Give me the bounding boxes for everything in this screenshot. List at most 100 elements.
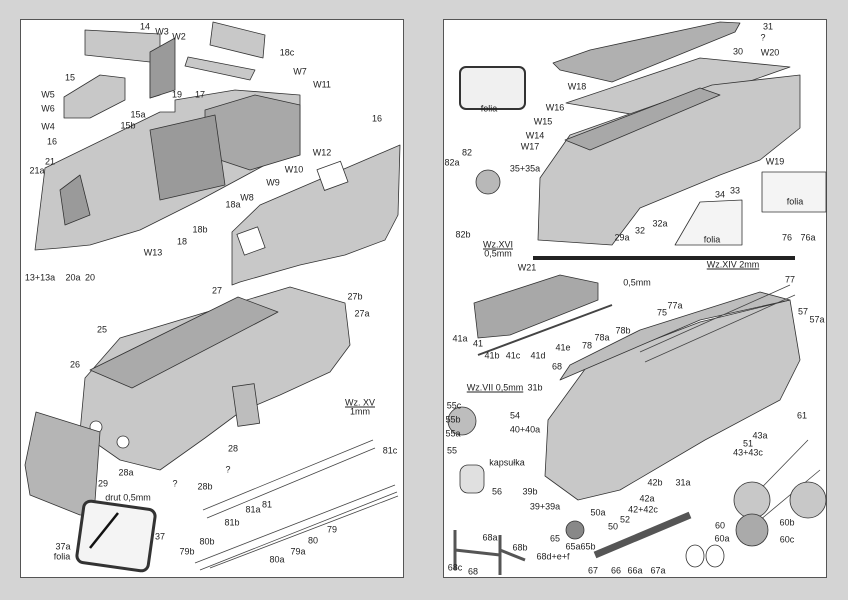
part-label: 21 bbox=[44, 156, 56, 167]
part-label: drut 0,5mm bbox=[105, 492, 151, 503]
part-label: 29 bbox=[97, 478, 109, 489]
part-label: 21a bbox=[29, 165, 45, 176]
part-60-wheel bbox=[733, 481, 771, 519]
part-label: 13+13a bbox=[24, 272, 56, 283]
part-30-roof-plate bbox=[565, 57, 791, 118]
part-label: 40+40a bbox=[509, 424, 541, 435]
part-label: 55 bbox=[446, 445, 458, 456]
part-label: W20 bbox=[760, 47, 780, 58]
part-label: W19 bbox=[765, 156, 785, 167]
part-label: 52 bbox=[619, 514, 631, 525]
part-25-body-shell bbox=[79, 286, 351, 471]
part-label: ? bbox=[225, 464, 231, 475]
part-label: 82 bbox=[461, 147, 473, 158]
part-label: 77 bbox=[784, 274, 796, 285]
part-label: 50a bbox=[590, 507, 606, 518]
part-label: W3 bbox=[155, 26, 169, 37]
part-coil bbox=[705, 544, 725, 568]
part-label: 15a bbox=[130, 109, 146, 120]
part-label: W9 bbox=[266, 177, 280, 188]
part-label: 1mm bbox=[350, 406, 370, 417]
part-label: W15 bbox=[533, 116, 553, 127]
part-18c-seat-back bbox=[209, 21, 266, 59]
part-label: 30 bbox=[732, 46, 744, 57]
part-25-roof bbox=[89, 296, 279, 389]
part-label: 31b bbox=[527, 382, 543, 393]
part-label: W12 bbox=[312, 147, 332, 158]
part-label: 41d bbox=[530, 350, 546, 361]
part-label: 43+43c bbox=[733, 447, 763, 458]
part-label: 68b bbox=[512, 542, 528, 553]
part-label: 82b bbox=[455, 229, 471, 240]
part-label: 80a bbox=[269, 554, 285, 565]
part-label: folia bbox=[53, 551, 71, 562]
part-label: 78b bbox=[615, 325, 631, 336]
part-label: 56 bbox=[491, 486, 503, 497]
part-label: 67 bbox=[587, 565, 599, 576]
folia-sheet-side bbox=[674, 199, 743, 246]
window-cutout bbox=[316, 160, 349, 191]
part-65-light bbox=[565, 520, 585, 540]
part-label: 65b bbox=[580, 541, 596, 552]
part-label: W6 bbox=[41, 103, 55, 114]
part-label: W2 bbox=[172, 31, 186, 42]
part-label: 39+39a bbox=[529, 501, 561, 512]
part-label: W8 bbox=[240, 192, 254, 203]
part-label: Wz.VII 0,5mm bbox=[466, 382, 524, 393]
part-label: 27b bbox=[347, 291, 363, 302]
part-label: folia bbox=[480, 103, 498, 114]
part-label: 68c bbox=[447, 562, 463, 573]
roof-ladder bbox=[639, 284, 796, 363]
part-label: 60 bbox=[714, 520, 726, 531]
part-label: 55b bbox=[445, 414, 461, 425]
part-label: Wz.XVI bbox=[482, 239, 514, 250]
part-label: W14 bbox=[525, 130, 545, 141]
part-label: W4 bbox=[41, 121, 55, 132]
part-label: W7 bbox=[293, 66, 307, 77]
part-label: 20 bbox=[84, 272, 96, 283]
part-label: 76 bbox=[781, 232, 793, 243]
part-label: 19 bbox=[171, 89, 183, 100]
part-label: 79a bbox=[290, 546, 306, 557]
part-label: kapsułka bbox=[489, 457, 525, 468]
part-31-roof-cover bbox=[552, 21, 741, 83]
part-17-bench bbox=[149, 114, 226, 201]
part-label: 50 bbox=[607, 521, 619, 532]
part-label: 68 bbox=[551, 361, 563, 372]
part-label: 60c bbox=[779, 534, 795, 545]
part-label: 42+42c bbox=[628, 504, 658, 515]
door-outline bbox=[231, 383, 261, 427]
part-label: 77a bbox=[667, 300, 683, 311]
part-label: 55a bbox=[445, 428, 461, 439]
part-label: 39b bbox=[522, 486, 538, 497]
part-label: 65a bbox=[565, 541, 581, 552]
part-label: 81 bbox=[261, 499, 273, 510]
part-label: W16 bbox=[545, 102, 565, 113]
part-label: W5 bbox=[41, 89, 55, 100]
part-label: 37 bbox=[154, 531, 166, 542]
part-label: 27a bbox=[354, 308, 370, 319]
part-label: W18 bbox=[567, 81, 587, 92]
part-label: 18c bbox=[279, 47, 295, 58]
part-37-window-frame bbox=[75, 499, 157, 573]
part-60-wheel bbox=[735, 513, 769, 547]
part-label: 66a bbox=[627, 565, 643, 576]
part-41-box bbox=[473, 274, 599, 339]
part-label: 67a bbox=[650, 565, 666, 576]
part-label: 28a bbox=[118, 467, 134, 478]
part-label: 18b bbox=[192, 224, 208, 235]
part-label: 35+35a bbox=[509, 163, 541, 174]
part-label: 20a bbox=[65, 272, 81, 283]
part-label: 76a bbox=[800, 232, 816, 243]
part-label: 80b bbox=[199, 536, 215, 547]
part-label: 41b bbox=[484, 350, 500, 361]
part-label: 66 bbox=[610, 565, 622, 576]
part-label: 41c bbox=[505, 350, 521, 361]
part-15-cabinet bbox=[63, 74, 126, 119]
part-label: 57a bbox=[809, 314, 825, 325]
part-41e-rail bbox=[477, 304, 613, 356]
part-67-cylinder bbox=[593, 511, 692, 559]
part-label: 81c bbox=[382, 445, 398, 456]
ladder-79-80 bbox=[194, 484, 399, 571]
part-label: 68d+e+f bbox=[536, 551, 570, 562]
